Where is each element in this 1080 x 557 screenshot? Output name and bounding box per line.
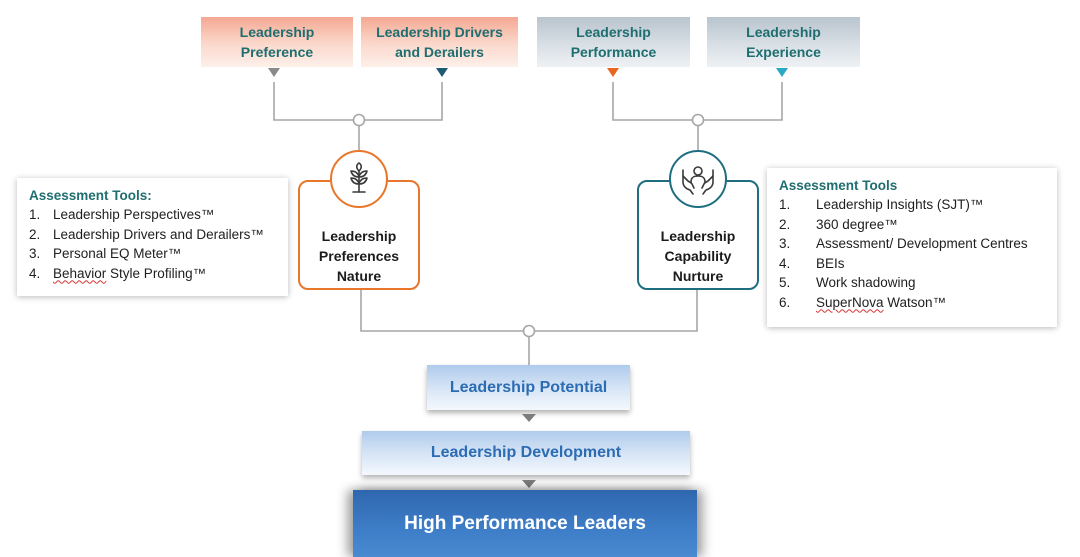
list-item: 2. Leadership Drivers and Derailers™ <box>29 225 278 245</box>
item-number: 2. <box>29 226 41 242</box>
item-number: 3. <box>29 246 41 261</box>
list-item: 2. 360 degree™ <box>779 215 1047 235</box>
item-text: Leadership Insights (SJT)™ <box>816 197 984 212</box>
item-number: 1. <box>29 207 41 222</box>
item-text: 360 degree™ <box>816 216 898 232</box>
item-number: 2. <box>779 216 791 232</box>
node-label: Leadership Preferences Nature <box>318 228 400 284</box>
item-number: 6. <box>779 294 791 310</box>
node-label: Leadership Capability Nurture <box>660 228 736 284</box>
tools-title: Assessment Tools <box>779 178 898 193</box>
item-text-underlined: Behavior <box>53 265 107 281</box>
top-box-leadership-preference: Leadership Preference <box>201 17 353 67</box>
top-box-leadership-performance: Leadership Performance <box>537 17 690 67</box>
item-text: Leadership Drivers and Derailers™ <box>53 226 264 242</box>
hands-person-icon <box>669 150 727 208</box>
item-number: 4. <box>779 255 791 271</box>
list-item: 3. Assessment/ Development Centres <box>779 234 1047 254</box>
list-item: 1. Leadership Perspectives™ <box>29 205 278 225</box>
item-text: Assessment/ Development Centres <box>816 236 1028 251</box>
item-text-underlined: SuperNova <box>816 294 884 310</box>
left-assessment-tools-panel: Assessment Tools: 1. Leadership Perspect… <box>17 178 288 296</box>
list-item: 4. BEIs <box>779 254 1047 274</box>
list-item: 5. Work shadowing <box>779 273 1047 293</box>
stage-leadership-development: Leadership Development <box>362 431 690 475</box>
node-leadership-capability-nurture: Leadership Capability Nurture <box>637 180 759 290</box>
plant-icon <box>330 150 388 208</box>
top-box-leadership-drivers-derailers: Leadership Drivers and Derailers <box>361 17 518 67</box>
arrow-down-icon <box>522 414 536 422</box>
arrowhead-preference <box>268 68 280 77</box>
stage-leadership-potential: Leadership Potential <box>427 365 630 410</box>
item-text: Watson™ <box>883 294 947 310</box>
item-text: BEIs <box>816 255 845 271</box>
item-number: 1. <box>779 197 791 212</box>
list-item: 1. Leadership Insights (SJT)™ <box>779 195 1047 215</box>
item-number: 4. <box>29 265 41 281</box>
item-text: Style Profiling™ <box>106 265 207 281</box>
item-text: Work shadowing <box>816 275 916 290</box>
arrowhead-experience <box>776 68 788 77</box>
stage-high-performance-leaders: High Performance Leaders <box>353 490 697 557</box>
arrowhead-performance <box>607 68 619 77</box>
item-text: Leadership Perspectives™ <box>53 207 215 222</box>
list-item: 3. Personal EQ Meter™ <box>29 244 278 264</box>
arrow-down-icon <box>522 480 536 488</box>
right-assessment-tools-panel: Assessment Tools 1. Leadership Insights … <box>767 168 1057 327</box>
item-number: 5. <box>779 275 791 290</box>
item-text: Personal EQ Meter™ <box>53 246 182 261</box>
list-item: 6. SuperNova Watson™ <box>779 293 1047 313</box>
arrowhead-drivers <box>436 68 448 77</box>
item-number: 3. <box>779 236 791 251</box>
top-box-leadership-experience: Leadership Experience <box>707 17 860 67</box>
list-item: 4. Behavior Style Profiling™ <box>29 264 278 284</box>
tools-title: Assessment Tools: <box>29 188 152 203</box>
